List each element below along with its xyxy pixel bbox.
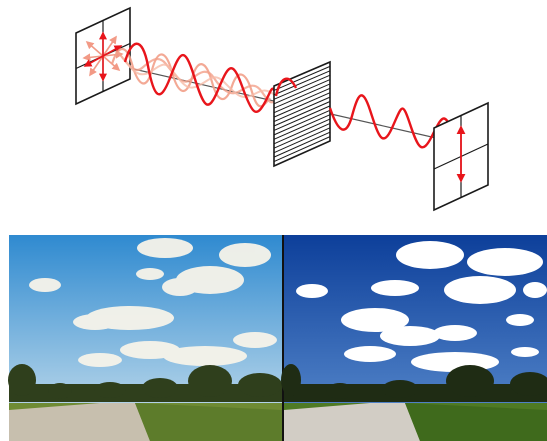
polarizer-slat (273, 96, 331, 123)
tree-line (281, 364, 547, 402)
unpolarized-wave (123, 42, 278, 114)
polarization-diagram (75, 6, 489, 212)
road (284, 403, 420, 441)
polarizer-filter (273, 60, 331, 168)
polarizer-slat (273, 114, 331, 140)
polarizer-slat (273, 127, 331, 154)
tree-line (8, 364, 282, 402)
clouds (29, 238, 277, 367)
polarizer-slat (273, 122, 331, 149)
unpolarized-arrows (82, 31, 124, 82)
photo-without-filter (8, 235, 282, 441)
receiver-frame (433, 101, 489, 212)
polarizer-slat (273, 79, 331, 105)
polarizer-slat (273, 65, 331, 91)
polarizer-slat (273, 131, 331, 158)
polarizer-slat (273, 118, 331, 145)
polarizer-slat (273, 105, 331, 131)
road (9, 403, 150, 441)
polarizer-slat (273, 109, 331, 136)
clouds (296, 241, 547, 372)
polarized-wave (274, 77, 454, 149)
unpolarized-wave-faded-2 (117, 51, 277, 104)
photo-divider (282, 235, 284, 441)
polarizer-slat (273, 92, 331, 118)
polarizer-slat (273, 83, 331, 109)
polarizer-slat (273, 101, 331, 127)
polarizer-slat (273, 74, 331, 100)
polarizer-slat (273, 87, 331, 114)
photo-with-filter (281, 235, 547, 441)
polarizer-slat (273, 70, 331, 96)
polarizer-slat (273, 136, 331, 163)
